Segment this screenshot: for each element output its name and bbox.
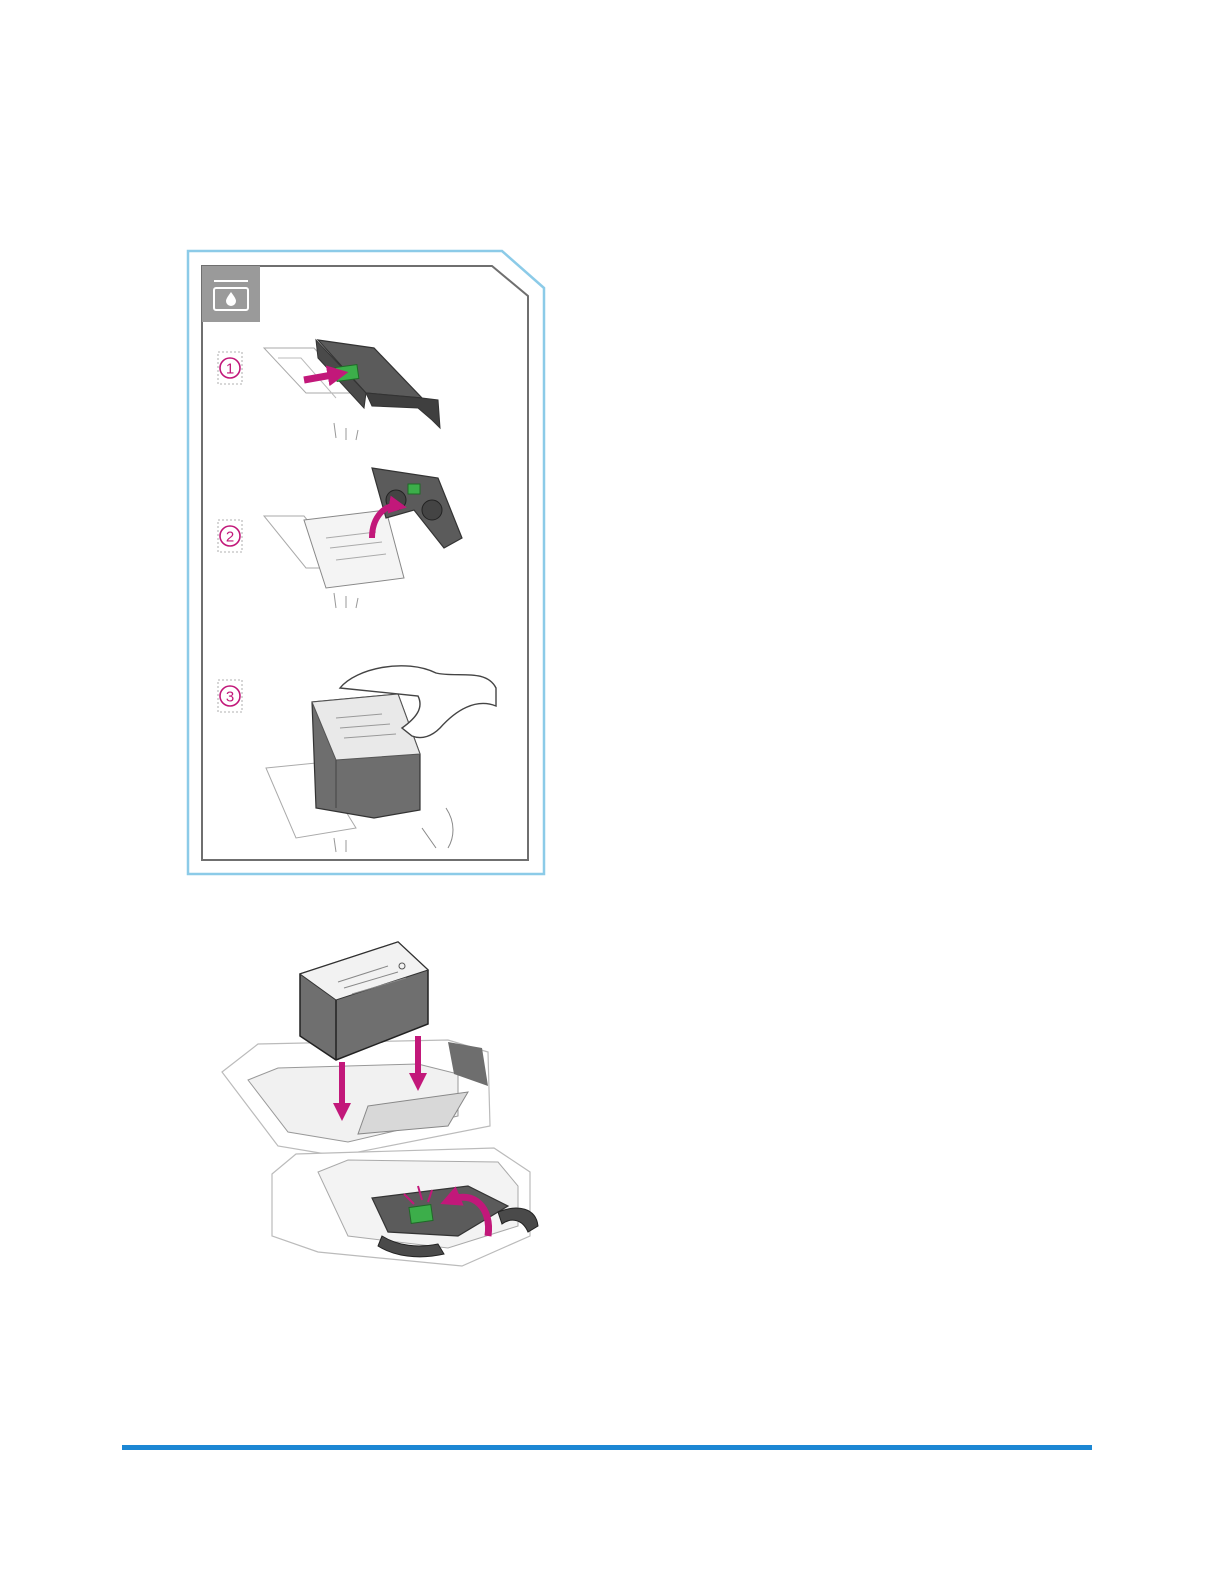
step-number: 1	[226, 361, 234, 378]
install-cartridge-figure	[218, 936, 548, 1336]
step-number: 3	[226, 689, 234, 706]
footer-rule	[122, 1445, 1092, 1450]
ink-drop-icon	[202, 266, 260, 322]
insert-cartridge-illustration	[222, 942, 538, 1266]
step-number: 2	[226, 529, 234, 546]
instruction-card: 1 2	[186, 248, 548, 878]
